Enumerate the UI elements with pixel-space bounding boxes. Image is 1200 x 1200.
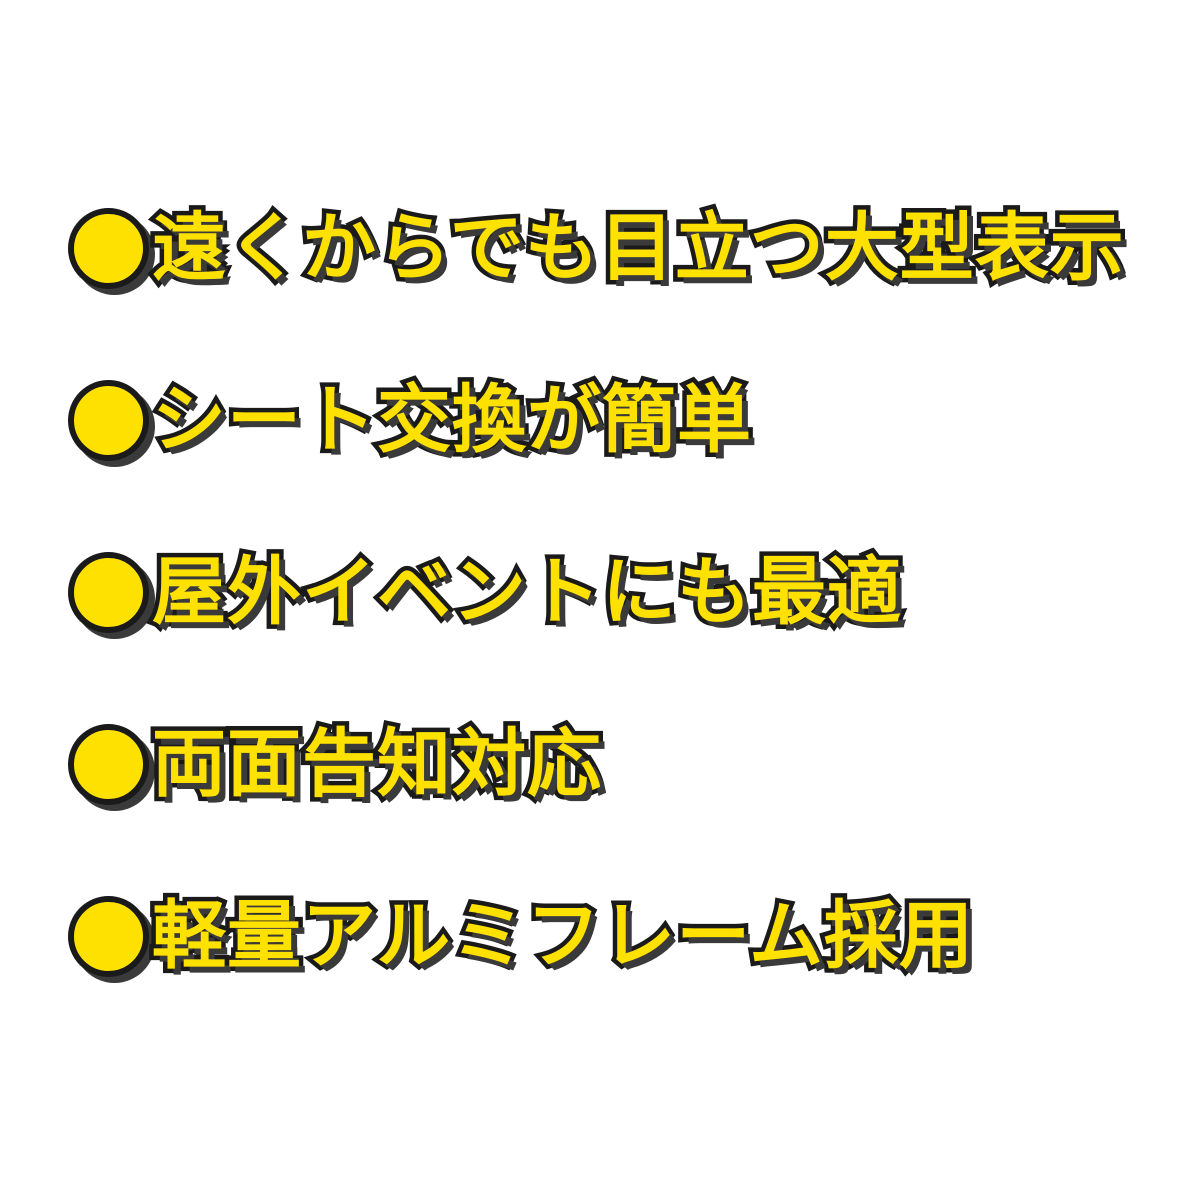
bullet-circle-icon <box>68 551 149 633</box>
feature-list: 遠くからでも目立つ大型表示 シート交換が簡単 屋外イベントにも最適 両面告知対応… <box>68 188 1178 1048</box>
bullet-circle-icon <box>68 379 149 461</box>
feature-item-outdoor-events: 屋外イベントにも最適 <box>68 532 1178 652</box>
bullet-circle-icon <box>68 207 149 289</box>
bullet-circle-icon <box>68 895 149 977</box>
feature-item-large-display: 遠くからでも目立つ大型表示 <box>68 188 1178 308</box>
feature-item-aluminum-frame: 軽量アルミフレーム採用 <box>68 876 1178 996</box>
feature-text: 遠くからでも目立つ大型表示 <box>148 205 1129 291</box>
feature-item-double-sided: 両面告知対応 <box>68 704 1178 824</box>
feature-text: 両面告知対応 <box>148 721 606 807</box>
feature-item-easy-sheet-change: シート交換が簡単 <box>68 360 1178 480</box>
feature-text: 軽量アルミフレーム採用 <box>147 893 977 979</box>
feature-text: シート交換が簡単 <box>148 377 756 463</box>
bullet-circle-icon <box>68 723 149 805</box>
feature-text: 屋外イベントにも最適 <box>148 549 906 635</box>
